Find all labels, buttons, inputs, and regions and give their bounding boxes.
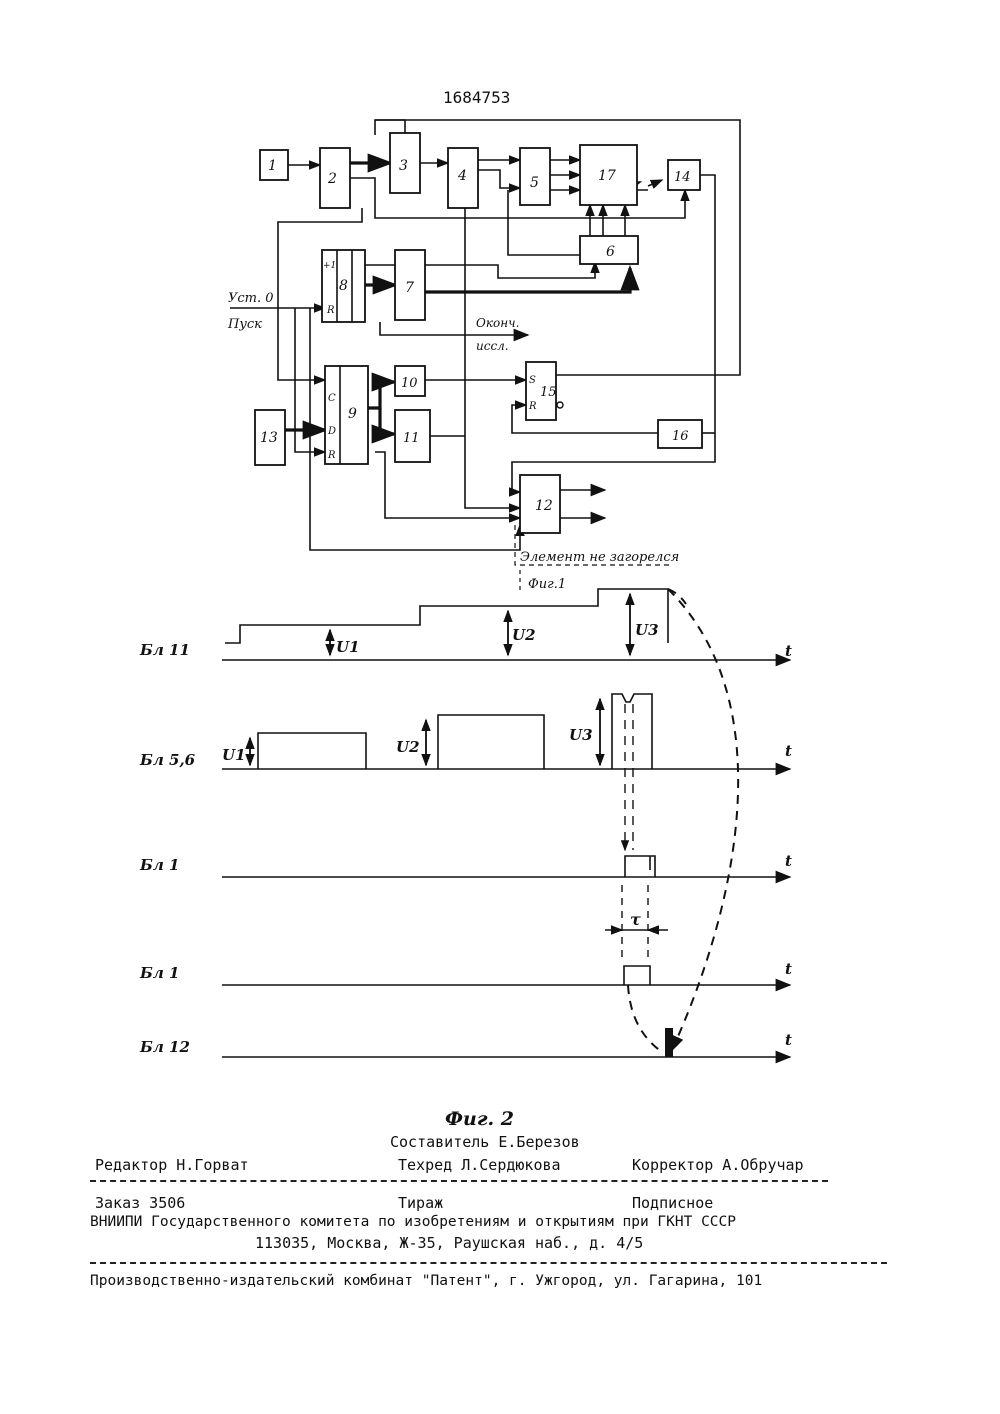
fig2-caption: Фиг. 2 bbox=[445, 1108, 514, 1130]
label-pusk: Пуск bbox=[227, 317, 262, 332]
pin-15-S: S bbox=[529, 375, 536, 386]
axis-t-5: t bbox=[785, 1031, 792, 1049]
footer-korrektor: Корректор А.Обручар bbox=[632, 1156, 804, 1174]
label-okonch: Оконч. bbox=[476, 316, 519, 330]
footer-tehred: Техред Л.Сердюкова bbox=[398, 1156, 561, 1174]
pin-plus1: +1 bbox=[323, 261, 336, 271]
footer-zakaz: Заказ 3506 bbox=[95, 1194, 185, 1212]
axis-t-1: t bbox=[785, 642, 792, 660]
block-17-label: 17 bbox=[598, 168, 616, 184]
row-label-bl1-a: Бл 1 bbox=[139, 856, 179, 874]
block-9-label: 9 bbox=[348, 406, 357, 422]
block-10-label: 10 bbox=[401, 376, 418, 391]
pin-9-R: R bbox=[327, 450, 336, 461]
row-label-bl11: Бл 11 bbox=[139, 641, 190, 659]
footer-address: 113035, Москва, Ж-35, Раушская наб., д. … bbox=[255, 1234, 643, 1252]
block-15-label: 15 bbox=[540, 385, 557, 400]
fig1-block-diagram: 1 2 3 4 5 17 14 6 8 7 9 13 10 11 15 16 1… bbox=[227, 120, 740, 592]
tau-label: τ bbox=[630, 910, 641, 929]
level-u1-top: U1 bbox=[336, 638, 360, 656]
pin-9-D: D bbox=[327, 426, 336, 437]
pin-8-R: R bbox=[326, 305, 335, 316]
footer-redaktor: Редактор Н.Горват bbox=[95, 1156, 249, 1174]
footer-kombinat: Производственно-издательский комбинат "П… bbox=[90, 1273, 762, 1289]
axis-t-4: t bbox=[785, 960, 792, 978]
row-label-bl1-b: Бл 1 bbox=[139, 964, 179, 982]
fig1-caption: Фиг.1 bbox=[528, 577, 566, 592]
block-13-label: 13 bbox=[260, 430, 278, 446]
block-8-label: 8 bbox=[339, 278, 348, 294]
label-element-not-lit: Элемент не загорелся bbox=[520, 550, 679, 565]
block-12-label: 12 bbox=[535, 498, 553, 514]
block-3-label: 3 bbox=[399, 158, 408, 174]
level-u2-mid: U2 bbox=[396, 738, 420, 756]
block-16-label: 16 bbox=[672, 429, 689, 444]
level-u1-mid: U1 bbox=[222, 746, 246, 764]
block-14-label: 14 bbox=[674, 170, 691, 185]
level-u3-mid: U3 bbox=[569, 726, 593, 744]
fig2-timing-diagram: Бл 11 Бл 5,6 Бл 1 Бл 1 Бл 12 t t t t t U… bbox=[139, 589, 792, 1130]
block-5-label: 5 bbox=[530, 175, 539, 191]
patent-number: 1684753 bbox=[443, 88, 510, 107]
block-1-label: 1 bbox=[268, 158, 277, 174]
block-7-label: 7 bbox=[405, 280, 414, 296]
footer-sostavitel: Составитель Е.Березов bbox=[390, 1133, 580, 1151]
footer-rule-2 bbox=[90, 1262, 887, 1264]
block-11-label: 11 bbox=[403, 431, 420, 446]
axis-t-3: t bbox=[785, 852, 792, 870]
row-label-bl12: Бл 12 bbox=[139, 1038, 190, 1056]
footer-tirazh: Тираж bbox=[398, 1194, 443, 1212]
label-issl: иссл. bbox=[476, 339, 509, 353]
block-2-label: 2 bbox=[327, 171, 337, 187]
row-label-bl56: Бл 5,6 bbox=[139, 751, 196, 769]
footer-vniipi: ВНИИПИ Государственного комитета по изоб… bbox=[90, 1214, 736, 1230]
level-u2-top: U2 bbox=[512, 626, 536, 644]
label-ust0: Уст. 0 bbox=[228, 291, 274, 306]
footer-rule-1 bbox=[90, 1180, 828, 1182]
axis-t-2: t bbox=[785, 742, 792, 760]
block-6-label: 6 bbox=[606, 244, 615, 260]
pin-9-C: C bbox=[328, 393, 336, 404]
footer-podpisnoe: Подписное bbox=[632, 1194, 713, 1212]
pin-15-R: R bbox=[528, 401, 537, 412]
block-4-label: 4 bbox=[457, 168, 467, 184]
level-u3-top: U3 bbox=[635, 621, 659, 639]
